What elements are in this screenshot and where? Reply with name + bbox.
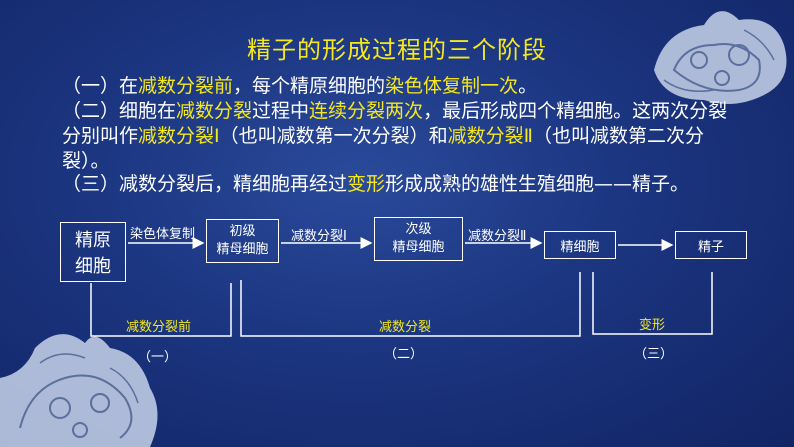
p2-highlight-meiosis: 减数分裂 <box>176 100 253 122</box>
spermatid-box: 精细胞 <box>544 231 616 259</box>
paragraph-1: （一）在减数分裂前，每个精原细胞的染色体复制一次。 <box>62 74 742 99</box>
paragraph-2: （二）细胞在减数分裂过程中连续分裂两次，最后形成四个精细胞。这两次分裂分别叫作减… <box>62 99 742 174</box>
ornament-top-right <box>644 0 794 110</box>
box2-line1: 初级 <box>229 224 256 239</box>
stage-2-label: 减数分裂 <box>379 320 432 335</box>
paragraph-3: （三）减数分裂后，精细胞再经过变形形成成熟的雄性生殖细胞——精子。 <box>62 172 742 197</box>
p3-text-c: 形成成熟的雄性生殖细胞——精子。 <box>385 173 690 195</box>
stage-1-number: （一） <box>138 350 178 365</box>
p2-text-a: （二）细胞在 <box>62 100 177 122</box>
p2-text-c: 过程中 <box>252 100 310 122</box>
box1-line1: 精原 <box>75 230 111 251</box>
p1-text-c: ，每个精原细胞的 <box>233 75 386 97</box>
secondary-spermatocyte-box: 次级精母细胞 <box>374 217 463 261</box>
box5-label: 精子 <box>697 239 724 255</box>
p2-text-g: （也叫减数第一次分裂）和 <box>219 125 448 147</box>
p2-text-i: （也叫减数第二次分裂）。 <box>62 125 705 172</box>
bracket-1 <box>90 283 232 337</box>
box3-line2: 精母细胞 <box>392 240 445 255</box>
p3-highlight-transformation: 变形 <box>347 173 386 195</box>
spermatogonium-box: 精原细胞 <box>60 222 126 282</box>
box4-label: 精细胞 <box>560 239 600 255</box>
stage-3-number: （三） <box>634 347 674 362</box>
p1-text-e: 。 <box>518 75 538 97</box>
p2-highlight-meiosis-1: 减数分裂Ⅰ <box>138 125 220 147</box>
bracket-3 <box>592 272 713 335</box>
box3-line1: 次级 <box>405 222 432 237</box>
primary-spermatocyte-box: 初级精母细胞 <box>206 219 279 263</box>
sperm-box: 精子 <box>675 231 747 259</box>
box2-line2: 精母细胞 <box>216 242 269 257</box>
box1-line2: 细胞 <box>75 256 111 277</box>
p2-highlight-divide-twice: 连续分裂两次 <box>309 100 424 122</box>
bracket-2 <box>240 272 581 337</box>
p1-text-a: （一）在 <box>62 75 139 97</box>
p1-highlight-chromosome-replication: 染色体复制一次 <box>385 75 519 97</box>
p2-text-e: ，最后形成四个精细胞。这两次分裂分别叫作 <box>62 100 728 147</box>
stage-1-label: 减数分裂前 <box>126 320 192 335</box>
arrow-1-label: 染色体复制 <box>130 227 196 242</box>
arrow-3-label: 减数分裂Ⅱ <box>468 229 527 244</box>
stage-3-label: 变形 <box>639 318 666 333</box>
ornament-bottom-left <box>0 318 165 447</box>
page-title: 精子的形成过程的三个阶段 <box>247 36 547 64</box>
p3-text-a: （三）减数分裂后，精细胞再经过 <box>62 173 348 195</box>
p1-highlight-before-meiosis: 减数分裂前 <box>138 75 234 97</box>
arrow-2-label: 减数分裂Ⅰ <box>291 229 347 244</box>
stage-2-number: （二） <box>384 347 424 362</box>
p2-highlight-meiosis-2: 减数分裂Ⅱ <box>447 125 533 147</box>
